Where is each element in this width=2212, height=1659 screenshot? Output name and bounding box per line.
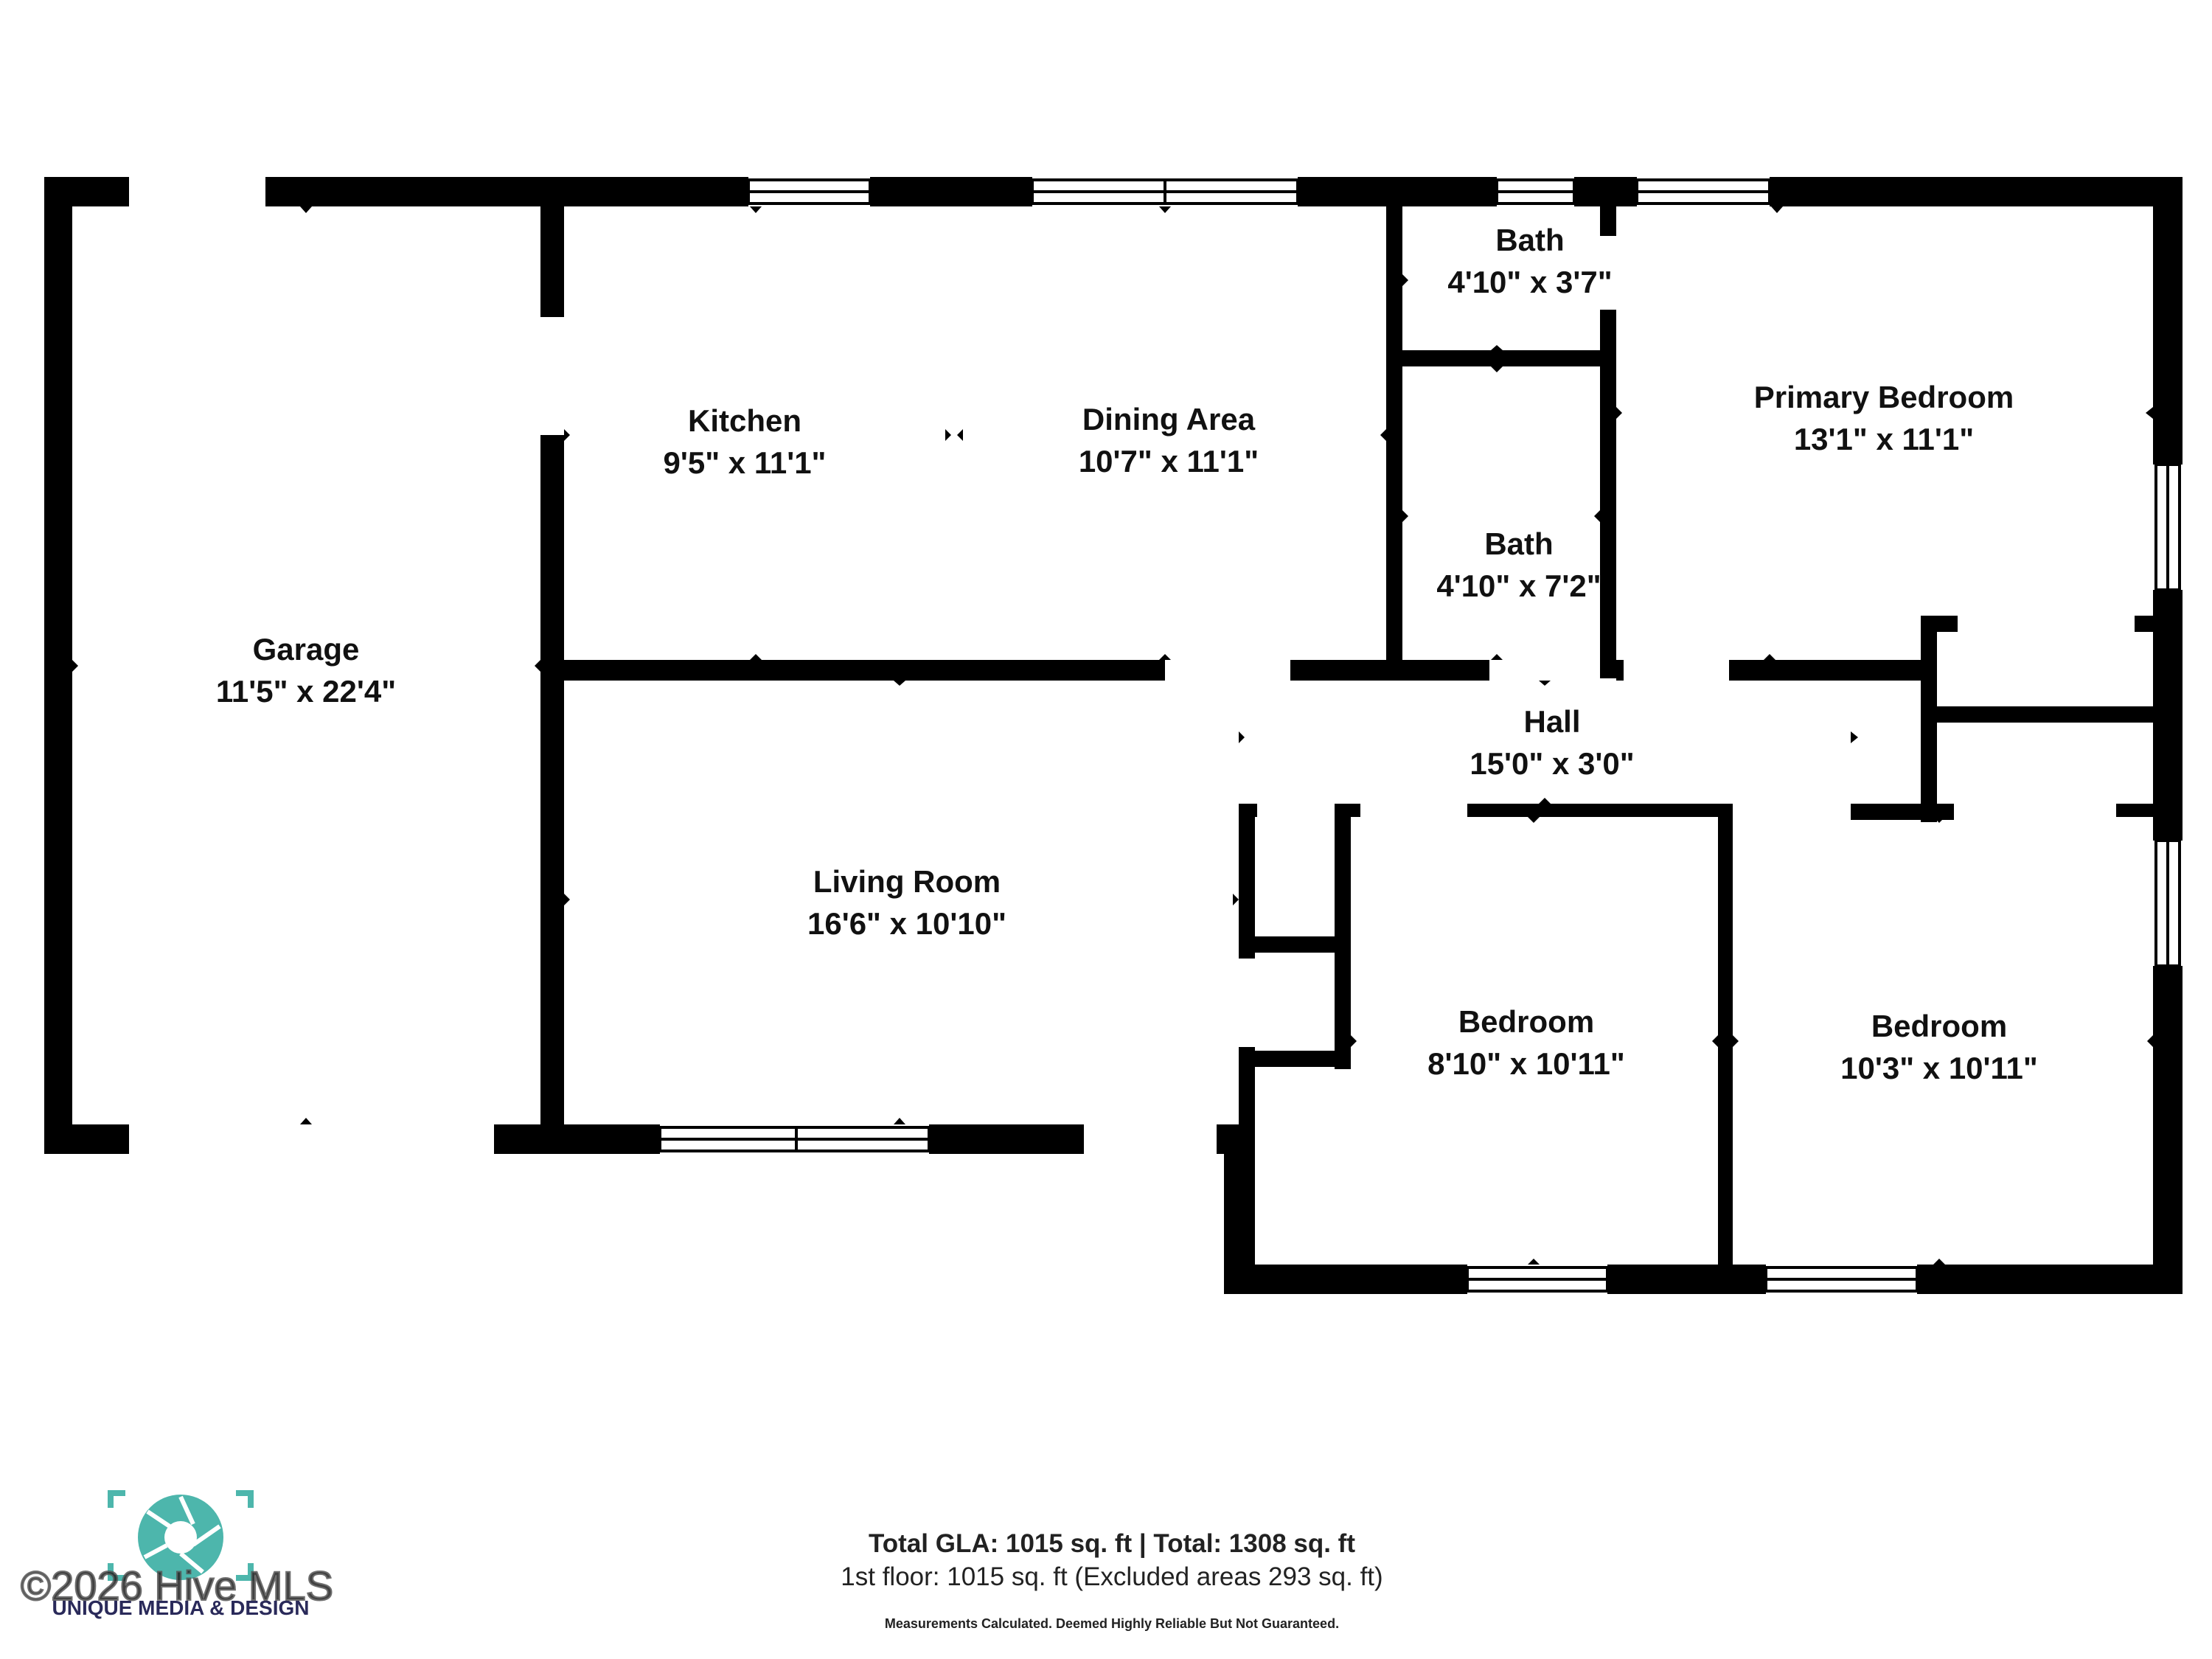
room-name-kitchen: Kitchen (688, 403, 801, 438)
footer: Total GLA: 1015 sq. ft | Total: 1308 sq.… (841, 1529, 1382, 1631)
room-name-bedroom-b: Bedroom (1871, 1009, 2007, 1043)
room-name-bedroom-a: Bedroom (1458, 1004, 1594, 1039)
room-dims-primary-bedroom: 13'1" x 11'1" (1794, 422, 1974, 456)
room-dims-living: 16'6" x 10'10" (807, 906, 1006, 941)
walls (44, 177, 2183, 1294)
logo-text: UNIQUE MEDIA & DESIGN (52, 1596, 310, 1619)
room-dims-bedroom-a: 8'10" x 10'11" (1427, 1046, 1625, 1081)
room-dims-garage: 11'5" x 22'4" (216, 674, 396, 709)
room-name-dining: Dining Area (1082, 402, 1256, 437)
room-dims-hall: 15'0" x 3'0" (1470, 746, 1634, 781)
footer-floor-area: 1st floor: 1015 sq. ft (Excluded areas 2… (841, 1562, 1382, 1591)
room-name-garage: Garage (253, 632, 360, 667)
room-name-bath-top: Bath (1495, 223, 1564, 257)
room-name-hall: Hall (1523, 704, 1580, 739)
dimension-ticks (72, 206, 2153, 1265)
windows (658, 178, 2181, 1293)
room-dims-kitchen: 9'5" x 11'1" (664, 445, 827, 480)
footer-disclaimer: Measurements Calculated. Deemed Highly R… (885, 1616, 1339, 1631)
room-dims-dining: 10'7" x 11'1" (1079, 444, 1259, 479)
room-dims-bath-mid: 4'10" x 7'2" (1436, 568, 1601, 603)
room-name-bath-mid: Bath (1484, 526, 1553, 561)
room-labels: Garage 11'5" x 22'4" Kitchen 9'5" x 11'1… (216, 223, 2038, 1085)
company-logo: UNIQUE MEDIA & DESIGN ©2026 Hive MLS (20, 1490, 334, 1619)
room-dims-bath-top: 4'10" x 3'7" (1447, 265, 1612, 299)
camera-aperture-icon (108, 1490, 254, 1581)
footer-totals: Total GLA: 1015 sq. ft | Total: 1308 sq.… (869, 1529, 1355, 1558)
room-name-primary-bedroom: Primary Bedroom (1754, 380, 2014, 414)
watermark: ©2026 Hive MLS (21, 1562, 333, 1609)
room-name-living: Living Room (813, 864, 1001, 899)
room-dims-bedroom-b: 10'3" x 10'11" (1840, 1051, 2038, 1085)
